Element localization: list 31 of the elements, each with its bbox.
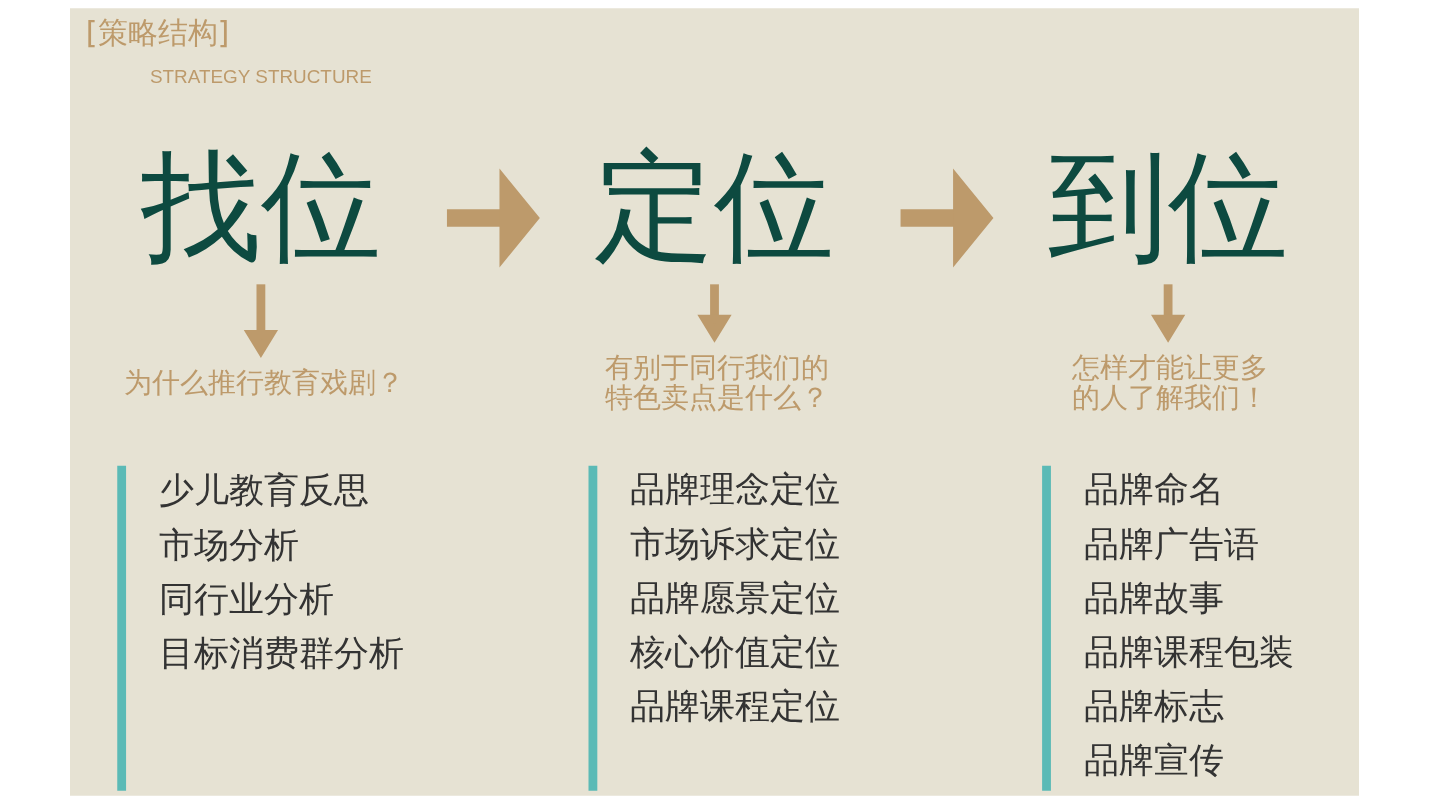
- node-label: 市场诉求定位: [630, 522, 841, 564]
- label: STRATEGY STRUCTURE: [149, 66, 372, 88]
- diagram-title: [策略结构]: [85, 14, 230, 50]
- node-label: 品牌宣传: [1083, 739, 1224, 781]
- node-text: 有别于同行我们的特色卖点是什么？: [604, 350, 829, 415]
- node-label: 品牌故事: [1083, 576, 1224, 618]
- node-label: 品牌广告语: [1083, 522, 1259, 564]
- node-label: 品牌课程包装: [1083, 630, 1294, 672]
- arrow: [446, 168, 540, 268]
- node-label: 品牌命名: [1083, 468, 1224, 510]
- node-label: 同行业分析: [158, 578, 334, 620]
- node-box: [1042, 465, 1051, 791]
- node-label: 目标消费群分析: [158, 632, 404, 674]
- node-label: 少儿教育反思: [158, 469, 369, 511]
- node-text: 为什么推行教育戏剧？: [123, 366, 404, 400]
- node-box: [117, 465, 127, 791]
- node-label: 品牌愿景定位: [630, 576, 841, 618]
- node-text: 怎样才能让更多的人了解我们！: [1072, 350, 1269, 415]
- arrow: [1150, 284, 1186, 343]
- node-box: [588, 465, 598, 791]
- node-label: 品牌标志: [1083, 685, 1224, 727]
- node-label: 品牌课程定位: [630, 685, 841, 727]
- node-text: 定位: [594, 136, 835, 276]
- node-text: 找位: [140, 136, 381, 276]
- node-label: 市场分析: [158, 523, 299, 565]
- arrow: [900, 168, 994, 268]
- node-label: 品牌理念定位: [630, 468, 841, 510]
- node-label: 核心价值定位: [630, 630, 841, 672]
- node-text: 到位: [1047, 136, 1288, 276]
- arrow: [697, 284, 732, 343]
- arrow: [243, 284, 279, 358]
